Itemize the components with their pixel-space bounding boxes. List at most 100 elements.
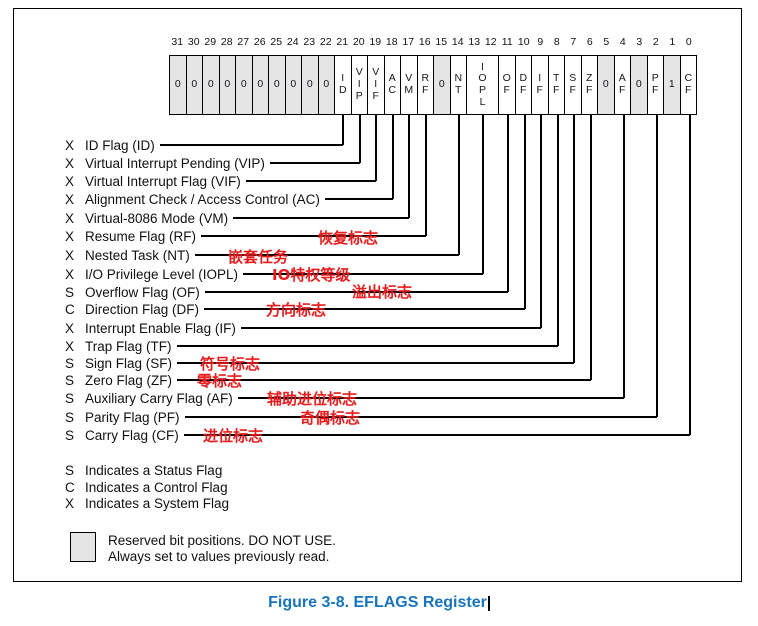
- bit-cell-25: 0: [269, 56, 286, 114]
- bit-number: 27: [237, 36, 250, 48]
- bit-cell-30: 0: [186, 56, 203, 114]
- legend-type: C: [65, 479, 75, 495]
- bit-cell-15: 0: [434, 56, 451, 114]
- flag-type: X: [65, 247, 75, 263]
- flag-type: X: [65, 338, 75, 354]
- bit-number: 3: [636, 36, 643, 48]
- bit-cell-of: O F: [499, 56, 516, 114]
- flag-type: S: [65, 284, 75, 300]
- bit-number: 28: [220, 36, 233, 48]
- flag-type: X: [65, 320, 75, 336]
- flag-label: Trap Flag (TF): [85, 338, 172, 354]
- bit-number: 1: [669, 36, 676, 48]
- flag-label: I/O Privilege Level (IOPL): [85, 266, 239, 282]
- flag-type: C: [65, 301, 75, 317]
- flag-label: Zero Flag (ZF): [85, 372, 173, 388]
- flag-label: Overflow Flag (OF): [85, 284, 200, 300]
- leader-line: [194, 254, 459, 256]
- bit-number: 21: [336, 36, 349, 48]
- flag-row-rf: X Resume Flag (RF): [65, 227, 426, 245]
- caption-text: Figure 3-8. EFLAGS Register: [268, 594, 487, 611]
- bit-number: 4: [619, 36, 626, 48]
- flag-label: Virtual-8086 Mode (VM): [85, 210, 229, 226]
- bit-cell-24: 0: [285, 56, 302, 114]
- figure-caption: Figure 3-8. EFLAGS Register: [0, 594, 758, 612]
- flag-label: Resume Flag (RF): [85, 228, 197, 244]
- flag-label: Virtual Interrupt Flag (VIF): [85, 173, 241, 189]
- leader-line: [184, 416, 657, 418]
- connector-line-ac: [392, 115, 394, 199]
- legend-text: Indicates a System Flag: [85, 495, 230, 511]
- bit-cell-pf: P F: [648, 56, 664, 114]
- bit-number: 17: [402, 36, 415, 48]
- legend-type: S: [65, 462, 75, 478]
- flag-row-of: S Overflow Flag (OF): [65, 283, 508, 301]
- flag-row-df: C Direction Flag (DF): [65, 300, 525, 318]
- bit-number: 2: [652, 36, 659, 48]
- connector-line-vip: [359, 115, 361, 163]
- bit-number: 6: [586, 36, 593, 48]
- leader-line: [204, 308, 525, 310]
- leader-line: [176, 345, 558, 347]
- bit-cell-nt: N T: [451, 56, 467, 114]
- legend-text: Indicates a Control Flag: [85, 479, 228, 495]
- flag-row-vif: X Virtual Interrupt Flag (VIF): [65, 172, 376, 190]
- connector-line-df: [524, 115, 526, 309]
- connector-line-rf: [425, 115, 427, 236]
- flag-type: X: [65, 137, 75, 153]
- bit-cell-29: 0: [203, 56, 220, 114]
- bit-cell-26: 0: [252, 56, 269, 114]
- annotation-df: 方向标志: [266, 301, 327, 319]
- flag-row-zf: S Zero Flag (ZF): [65, 371, 591, 389]
- bit-number: 16: [418, 36, 431, 48]
- bit-number: 13: [468, 36, 481, 48]
- bit-cell-id: I D: [335, 56, 352, 114]
- bit-cell-28: 0: [219, 56, 236, 114]
- annotation-nt: 嵌套任务: [228, 248, 289, 266]
- legend-control-flag: C Indicates a Control Flag: [65, 479, 228, 495]
- flag-row-vip: X Virtual Interrupt Pending (VIP): [65, 154, 360, 172]
- figure-border: [13, 8, 742, 582]
- bit-number: 31: [171, 36, 184, 48]
- bit-number: 15: [435, 36, 448, 48]
- leader-line: [201, 235, 426, 237]
- flag-row-iopl: X I/O Privilege Level (IOPL): [65, 265, 483, 283]
- bit-cell-if: I F: [532, 56, 549, 114]
- flag-row-nt: X Nested Task (NT): [65, 246, 459, 264]
- leader-line: [183, 434, 690, 436]
- flag-type: X: [65, 228, 75, 244]
- flag-type: X: [65, 266, 75, 282]
- annotation-cf: 进位标志: [203, 427, 264, 445]
- connector-line-pf: [656, 115, 658, 417]
- leader-line: [324, 198, 393, 200]
- connector-line-tf: [557, 115, 559, 346]
- flag-label: Carry Flag (CF): [85, 427, 179, 443]
- bit-cell-vm: V M: [401, 56, 418, 114]
- flag-row-ac: X Alignment Check / Access Control (AC): [65, 190, 393, 208]
- bit-cell-31: 0: [170, 56, 187, 114]
- flag-row-id: X ID Flag (ID): [65, 136, 343, 154]
- bit-number: 5: [603, 36, 610, 48]
- leader-line: [245, 180, 376, 182]
- bit-number: 12: [484, 36, 497, 48]
- bit-number: 30: [187, 36, 200, 48]
- flag-row-cf: S Carry Flag (CF): [65, 426, 690, 444]
- flag-label: Direction Flag (DF): [85, 301, 200, 317]
- flag-type: X: [65, 173, 75, 189]
- bit-number: 11: [501, 36, 513, 48]
- flag-label: ID Flag (ID): [85, 137, 155, 153]
- leader-line: [159, 144, 343, 146]
- reserved-note-line2: Always set to values previously read.: [108, 549, 330, 564]
- flag-type: S: [65, 355, 75, 371]
- bit-number: 10: [517, 36, 530, 48]
- connector-line-cf: [689, 115, 691, 435]
- bit-number: 14: [451, 36, 464, 48]
- bit-cell-22: 0: [318, 56, 335, 114]
- flag-type: S: [65, 372, 75, 388]
- flag-label: Virtual Interrupt Pending (VIP): [85, 155, 265, 171]
- bit-number: 18: [385, 36, 398, 48]
- annotation-af: 辅助进位标志: [267, 390, 358, 408]
- bit-cell-3: 0: [631, 56, 648, 114]
- bit-cell-vip: V I P: [352, 56, 368, 114]
- bit-cell-ac: A C: [385, 56, 401, 114]
